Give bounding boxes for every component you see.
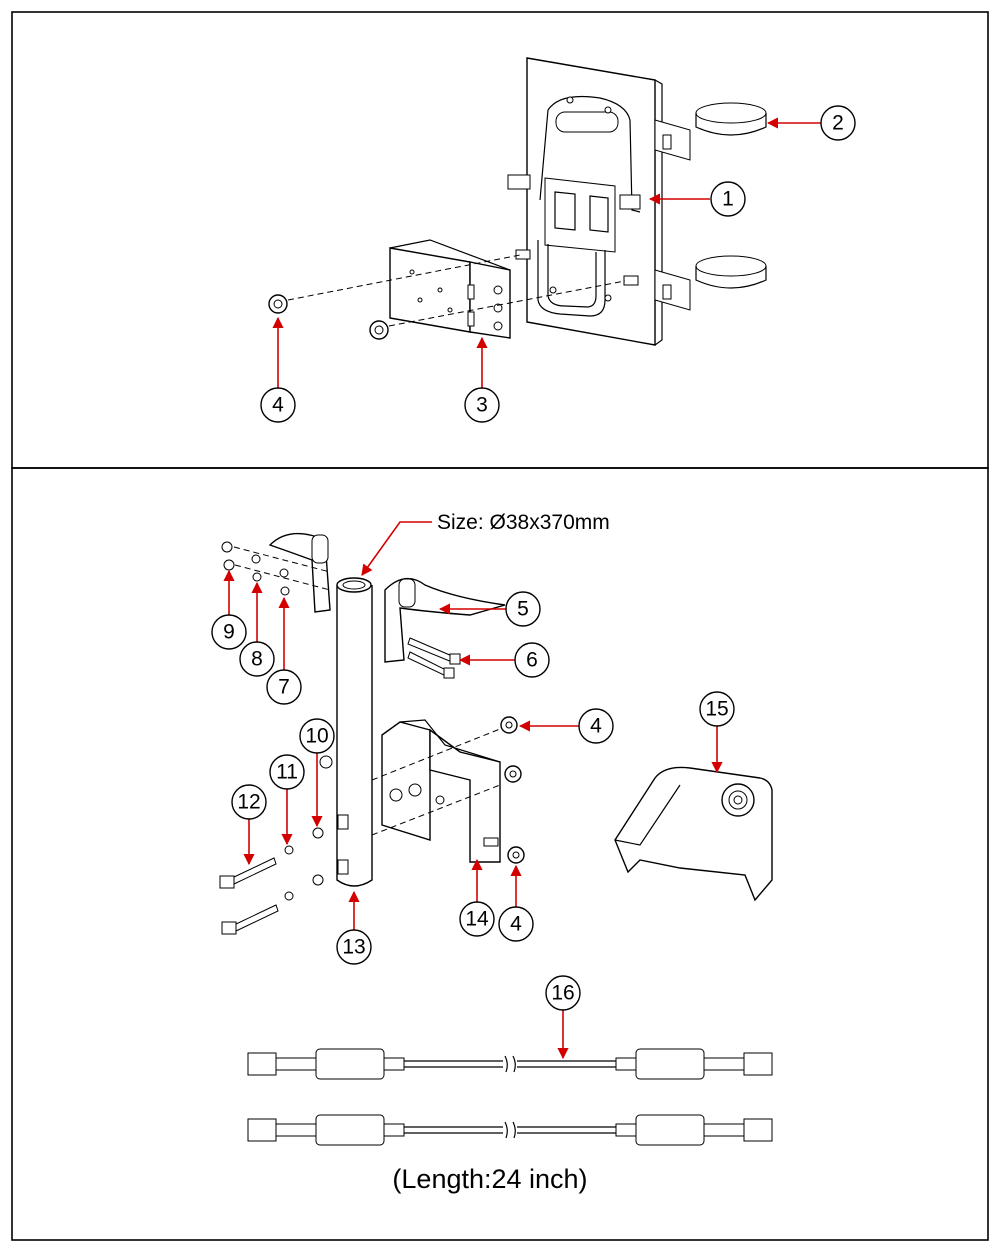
callout-1: 1: [648, 181, 746, 217]
callout-16: 16: [545, 975, 581, 1060]
svg-text:14: 14: [465, 908, 489, 931]
cable-1: [247, 1048, 773, 1080]
callout-9: 9: [211, 569, 247, 650]
part-15-cover: [614, 766, 773, 902]
part-2-hose-clamps: [695, 102, 767, 289]
part-4-nuts-top: [268, 294, 389, 340]
part-14-pole-bracket: [381, 719, 501, 863]
part-6-long-bolts: [407, 637, 461, 679]
callout-5: 5: [438, 591, 541, 627]
part-5-clamp-brackets: [268, 532, 506, 663]
svg-text:5: 5: [517, 598, 529, 621]
cable-length-label: (Length:24 inch): [392, 1164, 587, 1194]
callout-3: 3: [464, 336, 500, 423]
svg-text:11: 11: [276, 761, 298, 784]
part-16-cables: [247, 1048, 773, 1146]
svg-text:3: 3: [476, 394, 488, 417]
svg-text:4: 4: [510, 913, 522, 936]
svg-text:4: 4: [272, 394, 284, 417]
svg-text:15: 15: [705, 698, 728, 721]
svg-text:2: 2: [832, 112, 844, 135]
pole-size-label: Size: Ø38x370mm: [437, 511, 610, 534]
svg-text:8: 8: [251, 648, 263, 671]
assembly-line: [371, 724, 511, 781]
callout-10: 10: [299, 718, 335, 828]
svg-text:16: 16: [551, 982, 574, 1005]
svg-text:13: 13: [342, 936, 365, 959]
callout-13: 13: [336, 890, 372, 965]
svg-text:1: 1: [722, 188, 734, 211]
cable-2: [247, 1114, 773, 1146]
callout-7: 7: [266, 596, 302, 705]
callout-14: 14: [459, 858, 495, 937]
assembly-line: [388, 280, 626, 327]
callout-6: 6: [458, 642, 550, 678]
callout-4-right: 4: [518, 708, 614, 744]
callout-15: 15: [699, 691, 735, 774]
assembly-line: [371, 784, 501, 836]
svg-text:6: 6: [526, 649, 538, 672]
svg-text:9: 9: [223, 621, 235, 644]
top-panel: [11, 11, 989, 469]
callout-12: 12: [231, 784, 267, 866]
svg-text:4: 4: [590, 715, 602, 738]
parts-10-11-washers: [284, 755, 333, 901]
callout-4-bottom: 4: [498, 864, 534, 942]
callout-8: 8: [239, 581, 275, 677]
part-1-mounting-plate: [507, 57, 691, 346]
part-3-angle-bracket: [389, 239, 511, 339]
svg-text:7: 7: [278, 676, 290, 699]
pole-size-annotation: Size: Ø38x370mm: [361, 511, 610, 576]
callout-11: 11: [269, 754, 305, 846]
bottom-panel: [11, 467, 989, 1241]
part-4-nuts-bottom: [483, 716, 525, 864]
parts-7-8-9-small-hardware: [221, 541, 331, 596]
callout-2: 2: [766, 105, 856, 141]
callout-4-top: 4: [260, 316, 296, 423]
part-13-pole: [336, 577, 373, 887]
svg-text:10: 10: [305, 725, 328, 748]
part-12-bolts: [219, 857, 279, 935]
svg-text:12: 12: [237, 791, 260, 814]
